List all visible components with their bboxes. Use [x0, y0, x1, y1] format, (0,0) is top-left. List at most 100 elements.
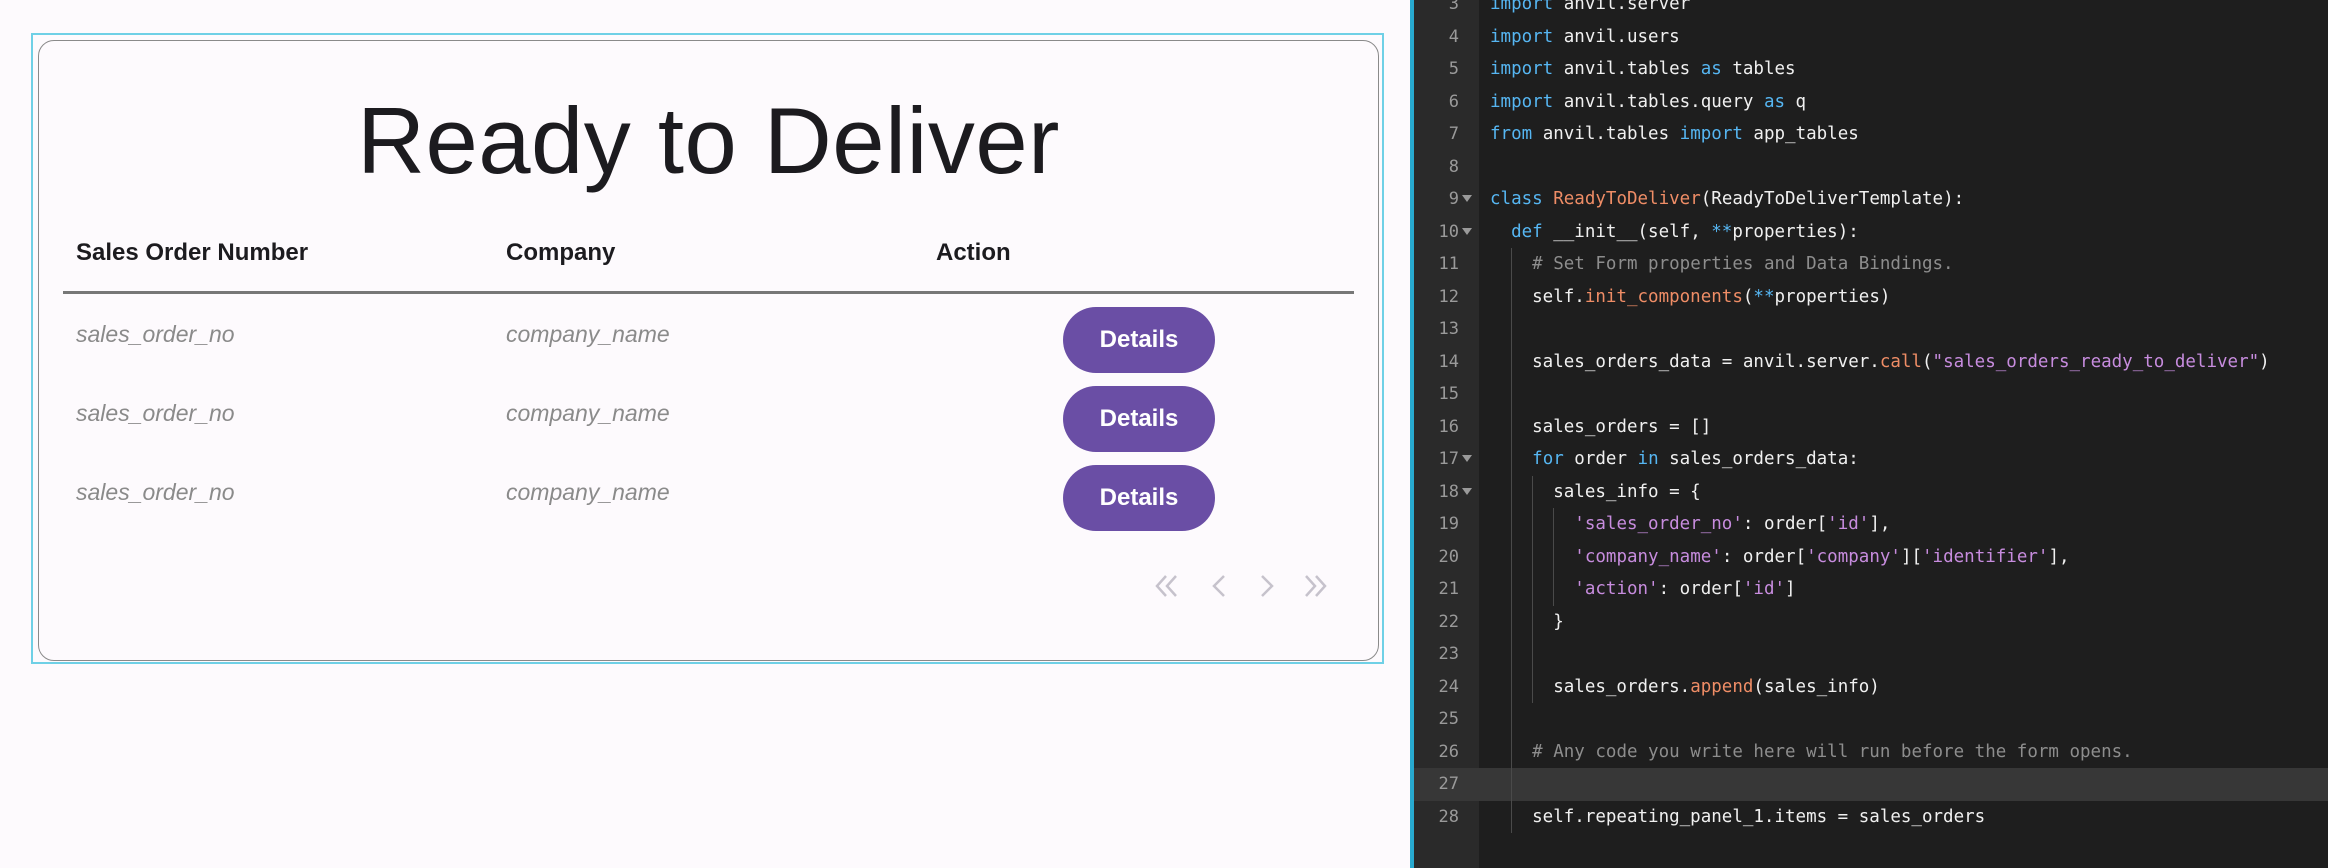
line-number: 20 [1438, 546, 1459, 567]
code-line[interactable]: 8 [1414, 151, 2328, 184]
code-line[interactable]: 24 sales_orders.append(sales_info) [1414, 671, 2328, 704]
code-text: sales_orders_data = anvil.server.call("s… [1490, 351, 2270, 372]
details-button[interactable]: Details [1063, 386, 1215, 452]
line-number: 4 [1448, 26, 1459, 47]
code-line[interactable]: 4 import anvil.users [1414, 21, 2328, 54]
code-line[interactable]: 18 sales_info = { [1414, 476, 2328, 509]
form-selection-outline [31, 33, 1384, 664]
code-text: for order in sales_orders_data: [1532, 449, 1859, 469]
line-number: 12 [1438, 286, 1459, 307]
code-line[interactable]: 19 'sales_order_no': order['id'], [1414, 508, 2328, 541]
code-editor[interactable]: 3 import anvil.server 4 import anvil.users 5… [1410, 0, 2328, 868]
sales-order-number-cell: sales_order_no [76, 400, 235, 426]
previous-page-icon[interactable] [1209, 573, 1229, 599]
form-card[interactable]: Ready to Deliver Sales Order Number Comp… [38, 40, 1379, 661]
code-line[interactable]: 17 for order in sales_orders_data: [1414, 443, 2328, 476]
fold-arrow-icon[interactable] [1462, 195, 1472, 202]
code-line[interactable]: 20 'company_name': order['company']['ide… [1414, 541, 2328, 574]
code-text: class ReadyToDeliver(ReadyToDeliverTempl… [1490, 189, 1965, 209]
code-text: self.init_components(**properties) [1490, 286, 1891, 307]
code-text: sales_orders = [] [1490, 416, 1712, 437]
code-line[interactable]: 28 self.repeating_panel_1.items = sales_… [1414, 801, 2328, 834]
code-text: 'action': order['id'] [1574, 579, 1796, 599]
code-line[interactable]: 22 } [1414, 606, 2328, 639]
code-line[interactable]: 3 import anvil.server [1414, 0, 2328, 21]
code-text: def __init__(self, **properties): [1511, 221, 1859, 242]
details-button[interactable]: Details [1063, 307, 1215, 373]
line-number: 28 [1438, 806, 1459, 827]
code-line[interactable]: 14 sales_orders_data = anvil.server.call… [1414, 346, 2328, 379]
details-button[interactable]: Details [1063, 465, 1215, 531]
line-number: 14 [1438, 351, 1459, 372]
column-header-company[interactable]: Company [506, 239, 616, 266]
column-header-action[interactable]: Action [936, 239, 1011, 266]
indent-guide [1553, 508, 1555, 606]
line-number-gutter [1414, 0, 1479, 868]
form-designer-canvas[interactable]: Ready to Deliver Sales Order Number Comp… [0, 0, 1410, 868]
line-number: 3 [1448, 0, 1459, 14]
page-title: Ready to Deliver [357, 88, 1060, 193]
code-text: self.repeating_panel_1.items = sales_ord… [1490, 806, 1986, 827]
column-header-sales-order-number[interactable]: Sales Order Number [76, 239, 309, 266]
fold-arrow-icon[interactable] [1462, 487, 1472, 495]
code-line[interactable]: 13 [1414, 313, 2328, 346]
company-name-cell: company_name [506, 400, 670, 426]
code-line[interactable]: 26 # Any code you write here will run be… [1414, 736, 2328, 769]
code-line[interactable]: 27 [1414, 768, 2328, 801]
line-number: 10 [1438, 221, 1459, 242]
code-line[interactable]: 5 import anvil.tables as tables [1414, 53, 2328, 86]
line-number: 13 [1438, 319, 1459, 339]
code-line[interactable]: 6 import anvil.tables.query as q [1414, 86, 2328, 119]
header-divider [63, 291, 1354, 294]
line-number: 25 [1438, 709, 1459, 729]
line-number: 15 [1438, 384, 1459, 404]
code-text: import anvil.server [1490, 0, 1691, 14]
code-line[interactable]: 21 'action': order['id'] [1414, 573, 2328, 606]
line-number: 27 [1438, 774, 1459, 794]
line-number: 7 [1448, 124, 1459, 144]
line-number: 24 [1438, 676, 1459, 697]
code-text: 'company_name': order['company']['identi… [1574, 546, 2070, 567]
fold-arrow-icon[interactable] [1462, 455, 1472, 462]
code-line[interactable]: 25 [1414, 703, 2328, 736]
company-name-cell: company_name [506, 479, 670, 505]
code-text: sales_orders.append(sales_info) [1490, 676, 1880, 697]
last-page-icon[interactable] [1303, 573, 1329, 599]
code-line[interactable]: 12 self.init_components(**properties) [1414, 281, 2328, 314]
line-number: 26 [1438, 741, 1459, 762]
line-number: 17 [1438, 449, 1459, 469]
table-row[interactable]: sales_order_no company_name Details [39, 386, 1378, 456]
line-number: 16 [1438, 416, 1459, 437]
code-text: import anvil.tables.query as q [1490, 91, 1807, 112]
line-number: 23 [1438, 644, 1459, 664]
table-row[interactable]: sales_order_no company_name Details [39, 307, 1378, 377]
code-line[interactable]: 23 [1414, 638, 2328, 671]
line-number: 9 [1448, 189, 1459, 209]
code-text: } [1490, 611, 1564, 632]
code-text: import anvil.tables as tables [1490, 59, 1796, 79]
next-page-icon[interactable] [1257, 573, 1277, 599]
code-line[interactable]: 15 [1414, 378, 2328, 411]
first-page-icon[interactable] [1153, 573, 1179, 599]
indent-guide [1532, 475, 1534, 703]
code-text: # Any code you write here will run befor… [1532, 741, 2133, 762]
fold-arrow-icon[interactable] [1462, 227, 1472, 235]
code-text: # Set Form properties and Data Bindings. [1532, 254, 1954, 274]
line-number: 6 [1448, 91, 1459, 112]
line-number: 5 [1448, 59, 1459, 79]
code-line[interactable]: 16 sales_orders = [] [1414, 411, 2328, 444]
code-line[interactable]: 9 class ReadyToDeliver(ReadyToDeliverTemp… [1414, 183, 2328, 216]
code-text: sales_info = { [1490, 481, 1701, 502]
line-number: 8 [1448, 156, 1459, 177]
line-number: 19 [1438, 514, 1459, 534]
table-row[interactable]: sales_order_no company_name Details [39, 465, 1378, 535]
code-text: import anvil.users [1490, 26, 1680, 47]
line-number: 18 [1438, 481, 1459, 502]
line-number: 22 [1438, 611, 1459, 632]
line-number: 21 [1438, 579, 1459, 599]
code-line[interactable]: 11 # Set Form properties and Data Bindin… [1414, 248, 2328, 281]
company-name-cell: company_name [506, 321, 670, 347]
line-number: 11 [1438, 254, 1459, 274]
code-line[interactable]: 10 def __init__(self, **properties): [1414, 216, 2328, 249]
